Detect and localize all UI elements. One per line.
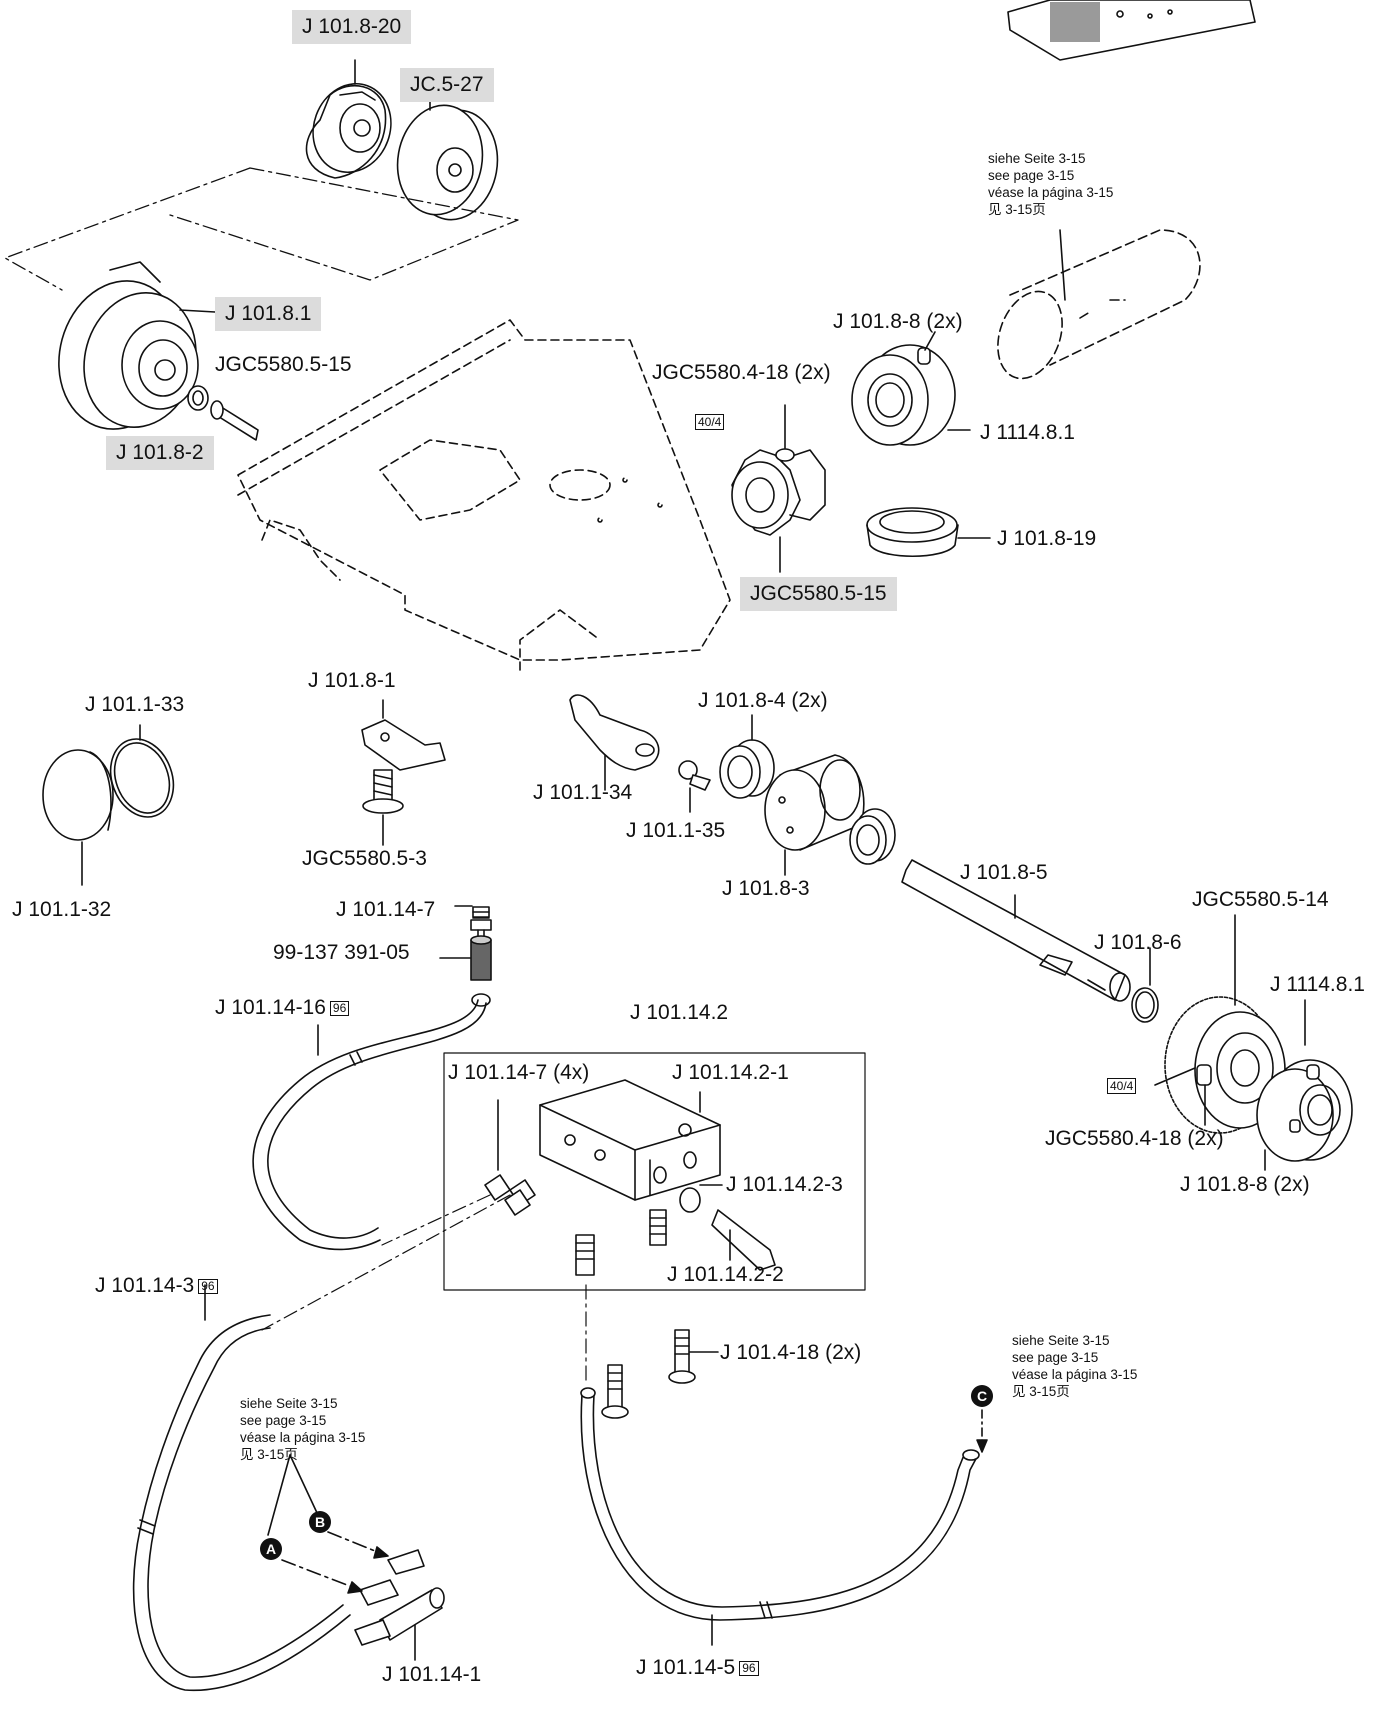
label-set-screw-right: J 101.8-8 (2x) xyxy=(1180,1173,1310,1196)
marker-c: C xyxy=(971,1385,993,1407)
note-ab: siehe Seite 3-15 see page 3-15 véase la … xyxy=(240,1395,365,1463)
bobbin-drawing xyxy=(396,86,499,221)
connector-column-drawing xyxy=(439,905,492,1007)
label-gear-screw-top: JGC5580.4-18 (2x) xyxy=(652,361,831,384)
bearing-right-drawing xyxy=(1256,999,1353,1171)
valve-box xyxy=(443,1052,866,1291)
label-shaft: J 101.8-5 xyxy=(960,861,1048,884)
sleeve-bearing-drawing xyxy=(764,754,865,876)
label-lever: J 101.1-34 xyxy=(533,781,633,804)
label-bevel-gear-right: JGC5580.5-14 xyxy=(1192,888,1329,911)
label-ring: J 101.1-33 xyxy=(85,693,185,716)
bevel-gear-top-drawing xyxy=(731,404,826,573)
label-bobbin: JC.5-27 xyxy=(400,68,494,102)
connection-arrows xyxy=(267,1409,988,1594)
note-sleeve: siehe Seite 3-15 see page 3-15 véase la … xyxy=(988,150,1113,218)
rotary-hook-drawing xyxy=(58,261,259,441)
label-hook: J 101.8.1 xyxy=(215,297,322,331)
note-en: see page 3-15 xyxy=(1012,1350,1099,1365)
cover-drawing xyxy=(42,749,114,886)
note-es: véase la página 3-15 xyxy=(1012,1367,1138,1382)
label-valve-assembly: J 101.14.2 xyxy=(630,1001,729,1024)
label-bearing-top: J 1114.8.1 xyxy=(980,421,1075,444)
marker-b: B xyxy=(309,1511,331,1533)
label-tube: 99-137 391-05 xyxy=(273,941,410,964)
label-valve-plug: J 101.14.2-2 xyxy=(667,1263,784,1286)
ring-drawing xyxy=(109,724,175,818)
note-zh: 见 3-15页 xyxy=(240,1447,298,1462)
label-washer-small: J 101.8-2 xyxy=(106,436,214,470)
sleeve-drawing xyxy=(997,229,1201,380)
note-de: siehe Seite 3-15 xyxy=(988,151,1086,166)
label-bevel-gear-top: JGC5580.5-15 xyxy=(740,577,897,611)
note-zh: 见 3-15页 xyxy=(1012,1384,1070,1399)
t-connector-drawing xyxy=(354,1549,445,1661)
note-es: véase la página 3-15 xyxy=(240,1430,366,1445)
label-t-connector: J 101.14-1 xyxy=(382,1663,482,1686)
hose-left-drawing xyxy=(252,999,487,1251)
label-set-screw-top: J 101.8-8 (2x) xyxy=(833,310,963,333)
label-hose-long-text: J 101.14-3 xyxy=(95,1274,195,1297)
label-small-screw: J 101.1-35 xyxy=(626,819,726,842)
ref-96-b: 96 xyxy=(198,1278,218,1294)
label-fittings-4x: J 101.14-7 (4x) xyxy=(448,1061,590,1084)
ref-96-c: 96 xyxy=(739,1660,759,1676)
bevel-gear-right-drawing xyxy=(1154,914,1286,1134)
dashdot-frame xyxy=(4,167,519,291)
label-washer: J 101.8-6 xyxy=(1094,931,1182,954)
bushing-lower-drawing xyxy=(849,808,896,865)
ref-box-right: 40/4 xyxy=(1107,1078,1137,1094)
bobbin-case-drawing xyxy=(305,59,392,179)
label-plate: J 101.8-1 xyxy=(308,669,396,692)
note-c: siehe Seite 3-15 see page 3-15 véase la … xyxy=(1012,1332,1137,1400)
label-bobbin-case: J 101.8-20 xyxy=(292,10,412,44)
label-screws: J 101.4-18 (2x) xyxy=(720,1341,862,1364)
bearing-top-drawing xyxy=(851,331,971,446)
shaft-drawing xyxy=(901,859,1131,1002)
label-bearing-right: J 1114.8.1 xyxy=(1270,973,1365,996)
hose-bottom-drawing xyxy=(580,1387,980,1646)
ref-box-top: 40/4 xyxy=(695,414,725,430)
label-fitting: J 101.14-7 xyxy=(336,898,436,921)
marker-a: A xyxy=(260,1538,282,1560)
label-hose-left-text: J 101.14-16 xyxy=(215,996,326,1019)
label-hook-screw: JGC5580.5-15 xyxy=(215,353,352,376)
label-plate-screw: JGC5580.5-3 xyxy=(302,847,427,870)
label-cap: J 101.8-19 xyxy=(997,527,1097,550)
sleeve-leader xyxy=(1059,229,1066,301)
ref-96-a: 96 xyxy=(329,1000,350,1016)
hose-right-long-drawing xyxy=(132,1284,351,1691)
label-bushing: J 101.8-4 (2x) xyxy=(698,689,828,712)
label-oring: J 101.14.2-3 xyxy=(726,1173,843,1196)
label-valve-block: J 101.14.2-1 xyxy=(672,1061,789,1084)
note-en: see page 3-15 xyxy=(988,168,1075,183)
note-es: véase la página 3-15 xyxy=(988,185,1114,200)
cap-drawing xyxy=(866,507,991,557)
note-de: siehe Seite 3-15 xyxy=(1012,1333,1110,1348)
label-hose-bottom-text: J 101.14-5 xyxy=(636,1656,736,1679)
label-cover: J 101.1-32 xyxy=(12,898,112,921)
bushing-top-drawing xyxy=(719,714,775,799)
machine-base-drawing xyxy=(237,319,731,671)
washer-drawing xyxy=(1131,947,1159,1023)
needle-plate-drawing xyxy=(1007,0,1256,61)
label-sleeve-bearing: J 101.8-3 xyxy=(722,877,810,900)
screws-drawing xyxy=(601,1329,719,1419)
plate-screw-drawing xyxy=(361,699,446,846)
note-en: see page 3-15 xyxy=(240,1413,327,1428)
valve-block-drawing xyxy=(484,1079,776,1276)
small-screw-drawing xyxy=(678,760,711,813)
note-zh: 见 3-15页 xyxy=(988,202,1046,217)
note-de: siehe Seite 3-15 xyxy=(240,1396,338,1411)
label-gear-screw-right: JGC5580.4-18 (2x) xyxy=(1045,1127,1224,1150)
lever-drawing xyxy=(569,694,660,791)
center-dashdot xyxy=(261,1194,587,1386)
